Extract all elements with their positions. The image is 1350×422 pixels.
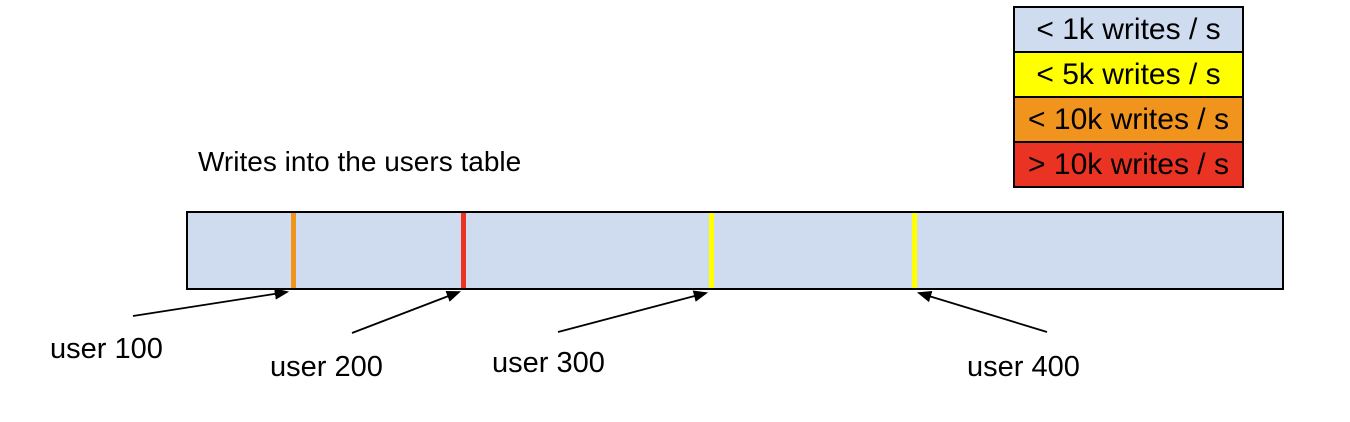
legend-item-gt-10k-label: > 10k writes / s bbox=[1028, 148, 1229, 181]
write-marker-user-200 bbox=[461, 213, 466, 288]
arrow-user-200 bbox=[351, 291, 462, 334]
legend-item-gt-10k: > 10k writes / s bbox=[1015, 143, 1242, 186]
legend-item-lt-10k-label: < 10k writes / s bbox=[1028, 103, 1229, 136]
arrow-user-100 bbox=[132, 288, 290, 317]
legend-item-lt-5k: < 5k writes / s bbox=[1015, 53, 1242, 98]
users-table-bar bbox=[186, 211, 1284, 290]
label-user-400: user 400 bbox=[967, 351, 1080, 383]
diagram-title: Writes into the users table bbox=[198, 146, 522, 177]
write-marker-user-100 bbox=[291, 213, 296, 288]
write-marker-user-400 bbox=[912, 213, 917, 288]
legend-item-lt-1k: < 1k writes / s bbox=[1015, 8, 1242, 53]
write-marker-user-300 bbox=[709, 213, 714, 288]
arrow-user-400 bbox=[916, 291, 1048, 333]
label-user-200: user 200 bbox=[270, 351, 383, 383]
label-user-300: user 300 bbox=[492, 347, 605, 379]
legend: < 1k writes / s < 5k writes / s < 10k wr… bbox=[1013, 6, 1244, 188]
legend-item-lt-1k-label: < 1k writes / s bbox=[1036, 13, 1221, 46]
label-user-100: user 100 bbox=[50, 333, 163, 365]
legend-item-lt-5k-label: < 5k writes / s bbox=[1036, 58, 1221, 91]
legend-item-lt-10k: < 10k writes / s bbox=[1015, 98, 1242, 143]
arrow-user-300 bbox=[557, 290, 709, 333]
